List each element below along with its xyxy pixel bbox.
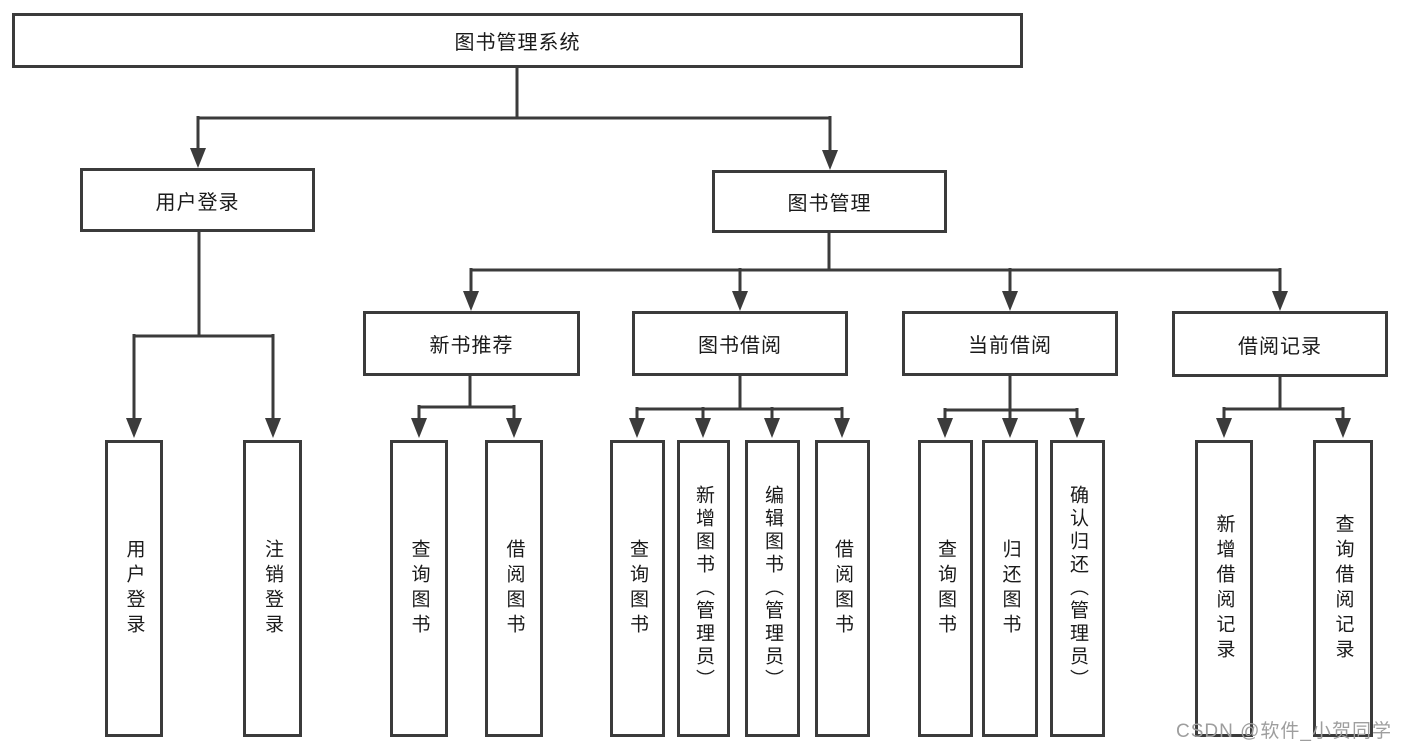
leaf-bb-add-books-label: 新增图书（管理员）: [693, 485, 714, 692]
node-root: 图书管理系统: [12, 13, 1023, 68]
leaf-cb-return-books: 归还图书: [982, 440, 1038, 737]
node-current-borrow: 当前借阅: [902, 311, 1118, 376]
leaf-cb-return-books-label: 归还图书: [999, 538, 1021, 639]
leaf-bb-edit-books-label: 编辑图书（管理员）: [762, 485, 783, 692]
leaf-cb-query-books: 查询图书: [918, 440, 973, 737]
leaf-bb-add-books: 新增图书（管理员）: [677, 440, 730, 737]
leaf-nbr-query-books: 查询图书: [390, 440, 448, 737]
node-user-login-label: 用户登录: [155, 191, 240, 214]
node-new-book-recommend: 新书推荐: [363, 311, 580, 376]
leaf-bb-borrow-books: 借阅图书: [815, 440, 870, 737]
leaf-bb-edit-books: 编辑图书（管理员）: [745, 440, 800, 737]
leaf-cb-query-books-label: 查询图书: [935, 538, 956, 639]
leaf-logout: 注销登录: [243, 440, 302, 737]
node-book-management: 图书管理: [712, 170, 947, 233]
node-book-borrow: 图书借阅: [632, 311, 848, 376]
leaf-user-login-label: 用户登录: [123, 538, 145, 639]
leaf-bb-query-books-label: 查询图书: [627, 538, 648, 639]
leaf-br-add-record-label: 新增借阅记录: [1213, 513, 1235, 664]
leaf-nbr-query-books-label: 查询图书: [408, 538, 430, 639]
leaf-user-login: 用户登录: [105, 440, 163, 737]
leaf-bb-query-books: 查询图书: [610, 440, 665, 737]
node-borrow-records: 借阅记录: [1172, 311, 1388, 377]
leaf-br-query-record-label: 查询借阅记录: [1332, 513, 1354, 664]
leaf-br-query-record: 查询借阅记录: [1313, 440, 1373, 737]
node-new-book-recommend-label: 新书推荐: [429, 335, 514, 357]
leaf-cb-confirm-return: 确认归还（管理员）: [1050, 440, 1105, 737]
node-book-management-label: 图书管理: [787, 193, 872, 215]
node-user-login: 用户登录: [80, 168, 315, 232]
leaf-nbr-borrow-books: 借阅图书: [485, 440, 543, 737]
node-borrow-records-label: 借阅记录: [1238, 335, 1322, 358]
leaf-bb-borrow-books-label: 借阅图书: [832, 538, 853, 639]
leaf-br-add-record: 新增借阅记录: [1195, 440, 1253, 737]
leaf-cb-confirm-return-label: 确认归还（管理员）: [1067, 485, 1088, 692]
leaf-logout-label: 注销登录: [262, 538, 283, 639]
node-root-label: 图书管理系统: [454, 32, 581, 54]
node-current-borrow-label: 当前借阅: [968, 335, 1052, 357]
node-book-borrow-label: 图书借阅: [698, 335, 782, 357]
leaf-nbr-borrow-books-label: 借阅图书: [503, 538, 525, 639]
watermark-text: CSDN @软件_小贺同学: [1176, 721, 1392, 742]
